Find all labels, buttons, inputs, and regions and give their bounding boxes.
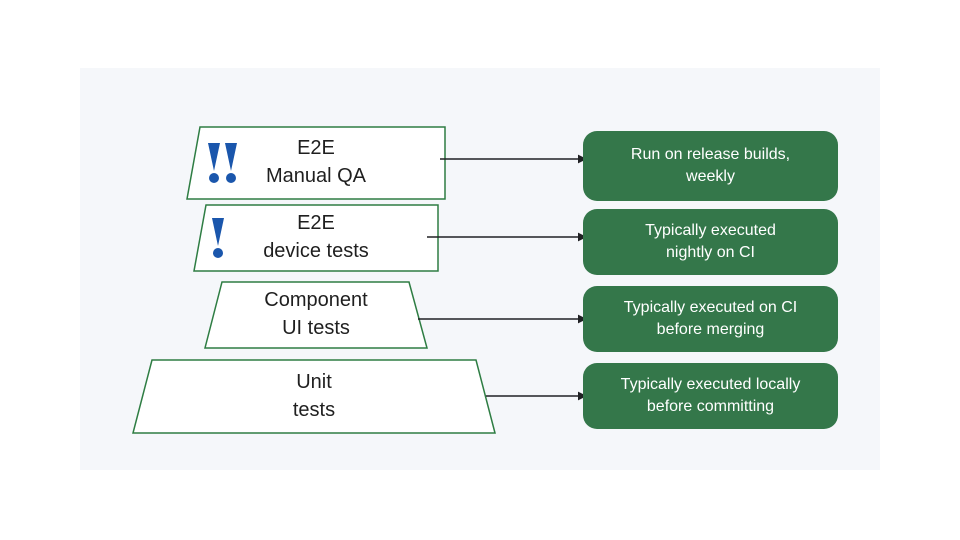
arrow-connector-1: [440, 154, 587, 164]
trapezoid-shape-4: [132, 359, 496, 434]
callout-line1: Run on release builds,: [630, 145, 791, 163]
exclamation-mark-1: [208, 143, 220, 183]
trapezoid-shape-1: [186, 126, 446, 200]
pyramid-tier-unit-tests[interactable]: Unit tests: [132, 359, 496, 434]
callout-box-2[interactable]: Typically executed nightly on CI: [583, 209, 838, 275]
pyramid-tier-component-ui-tests[interactable]: Component UI tests: [204, 281, 428, 349]
arrow-connector-3: [418, 314, 587, 324]
callout-box-1[interactable]: Run on release builds, weekly: [583, 131, 838, 201]
arrow-connector-2: [427, 232, 587, 242]
callout-text-2: Typically executed nightly on CI: [645, 220, 776, 265]
callout-line1: Typically executed locally: [620, 375, 801, 393]
callout-text-1: Run on release builds, weekly: [631, 144, 790, 189]
double-exclamation-icon: [208, 143, 237, 183]
callout-line2: before merging: [656, 321, 765, 338]
callout-text-3: Typically executed on CI before merging: [624, 297, 797, 342]
callout-line1: Typically executed: [645, 221, 776, 239]
exclamation-mark-1: [212, 218, 224, 258]
trapezoid-shape-3: [204, 281, 428, 349]
callout-text-4: Typically executed locally before commit…: [621, 374, 801, 419]
callout-line1: Typically executed on CI: [623, 298, 798, 316]
callout-line2: nightly on CI: [666, 244, 755, 261]
arrow-connector-4: [486, 391, 587, 401]
exclamation-icon: [212, 218, 224, 258]
callout-box-3[interactable]: Typically executed on CI before merging: [583, 286, 838, 352]
pyramid-tier-e2e-manual-qa[interactable]: E2E Manual QA: [186, 126, 446, 200]
exclamation-mark-2: [225, 143, 237, 183]
trapezoid-shape-2: [193, 204, 439, 272]
callout-box-4[interactable]: Typically executed locally before commit…: [583, 363, 838, 429]
callout-line2: before committing: [646, 398, 775, 415]
callout-line2: weekly: [686, 168, 735, 185]
pyramid-tier-e2e-device-tests[interactable]: E2E device tests: [193, 204, 439, 272]
